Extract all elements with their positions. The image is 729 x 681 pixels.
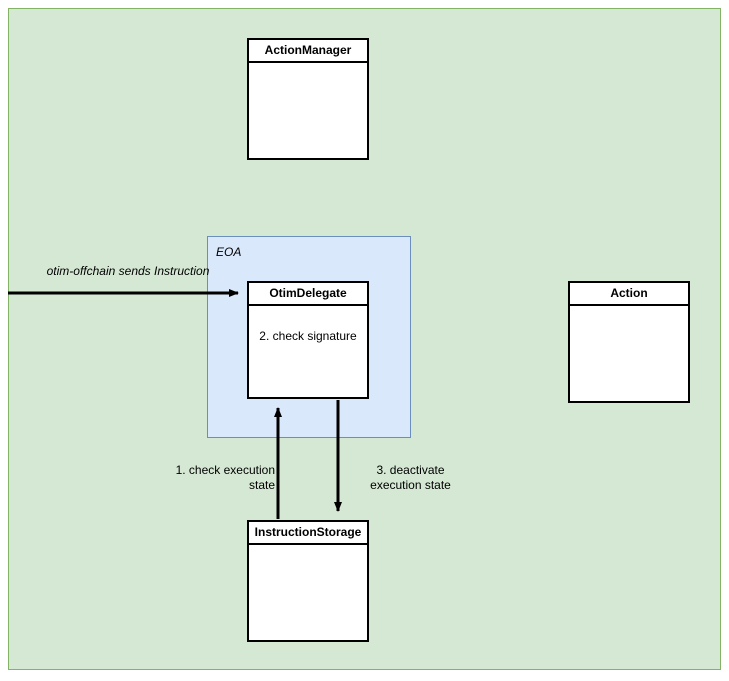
node-otim-delegate[interactable]: OtimDelegate 2. check signature <box>247 281 369 399</box>
node-otim-delegate-body-text: 2. check signature <box>259 329 357 343</box>
node-action-title: Action <box>570 283 688 306</box>
node-action-body <box>570 306 688 401</box>
edge-label-deactivate-execution-state: 3. deactivate execution state <box>370 463 451 492</box>
node-action-manager-title: ActionManager <box>249 40 367 63</box>
node-otim-delegate-title: OtimDelegate <box>249 283 367 306</box>
node-instruction-storage[interactable]: InstructionStorage <box>247 520 369 642</box>
node-otim-delegate-body: 2. check signature <box>249 306 367 397</box>
node-action-manager[interactable]: ActionManager <box>247 38 369 160</box>
node-instruction-storage-title: InstructionStorage <box>249 522 367 545</box>
node-instruction-storage-body <box>249 545 367 640</box>
edge-label-incoming-instruction: otim-offchain sends Instruction <box>46 264 210 278</box>
node-action[interactable]: Action <box>568 281 690 403</box>
edge-label-check-execution-state: 1. check execution state <box>175 463 275 492</box>
node-action-manager-body <box>249 63 367 158</box>
eoa-container-label: EOA <box>216 245 242 259</box>
